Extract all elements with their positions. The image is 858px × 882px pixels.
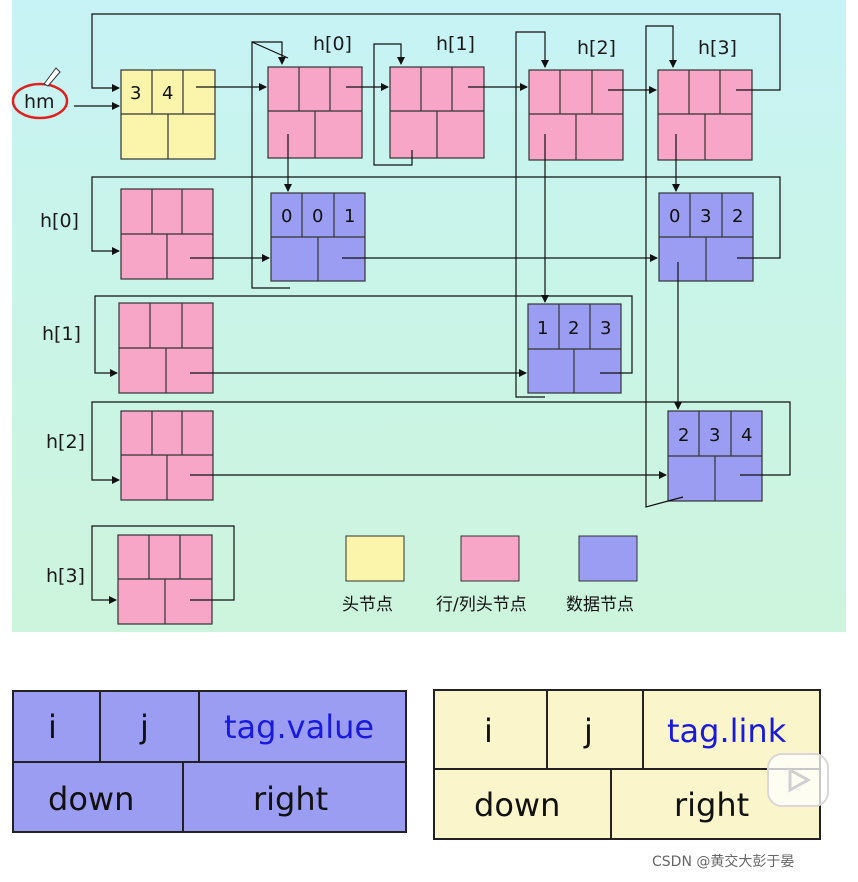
data-node-3-j: 3: [709, 425, 720, 446]
column-label-3: h[3]: [698, 37, 737, 59]
link-struct-down: down: [474, 786, 560, 824]
watermark: CSDN @黄交大彭于晏: [652, 853, 794, 870]
head-value-rows: 3: [130, 83, 141, 104]
data-node-1-j: 3: [700, 206, 711, 227]
legend-swatch-head: [345, 535, 405, 582]
data-struct-right: right: [253, 780, 328, 818]
head-node: 3 4: [120, 69, 216, 160]
data-node-1-2: 1 2 3: [527, 303, 622, 394]
row-header-1: [118, 302, 214, 394]
data-node-0-i: 0: [281, 206, 292, 227]
head-value-cols: 4: [162, 83, 173, 104]
data-struct-j: j: [139, 708, 149, 746]
data-node-structure: i j tag.value down right: [12, 690, 407, 833]
data-node-1-value: 2: [732, 206, 743, 227]
data-struct-i: i: [48, 708, 57, 746]
data-node-1-i: 0: [669, 206, 680, 227]
column-label-2: h[2]: [577, 37, 616, 59]
data-node-0-3: 0 3 2: [658, 192, 754, 282]
row-label-3: h[3]: [46, 565, 85, 587]
row-header-2: [120, 410, 214, 501]
data-node-3-i: 2: [678, 425, 689, 446]
pointer-links: [91, 13, 791, 604]
legend: 头节点 行/列头节点 数据节点: [342, 535, 638, 615]
row-header-0: [120, 188, 214, 280]
hm-label: hm: [24, 91, 55, 113]
column-header-0: [267, 66, 363, 159]
data-node-2-3: 2 3 4: [667, 410, 763, 502]
column-label-1: h[1]: [436, 33, 475, 55]
data-node-2-j: 2: [568, 318, 579, 339]
link-struct-link: tag.link: [667, 712, 787, 750]
data-struct-value: tag.value: [224, 708, 374, 746]
column-header-1: [389, 66, 485, 159]
play-video-icon[interactable]: [767, 753, 829, 807]
data-node-2-i: 1: [537, 318, 548, 339]
legend-label-header: 行/列头节点: [436, 595, 527, 615]
data-node-2-value: 3: [600, 318, 611, 339]
link-node-structure: i j tag.link down right: [433, 689, 821, 840]
column-label-0: h[0]: [313, 33, 352, 55]
column-header-2: [528, 69, 624, 161]
row-header-3: [117, 534, 213, 625]
legend-swatch-header: [460, 535, 520, 582]
data-node-0-value: 1: [344, 206, 355, 227]
column-header-3: [657, 69, 753, 161]
data-struct-down: down: [48, 780, 134, 818]
link-struct-right: right: [674, 786, 749, 824]
row-label-0: h[0]: [40, 210, 79, 232]
hm-pointer: hm: [11, 67, 120, 120]
legend-swatch-data: [578, 535, 638, 582]
data-node-0-j: 0: [312, 206, 323, 227]
legend-label-head: 头节点: [342, 595, 393, 615]
row-label-2: h[2]: [46, 431, 85, 453]
legend-label-data: 数据节点: [566, 595, 634, 615]
data-node-3-value: 4: [741, 425, 752, 446]
row-label-1: h[1]: [42, 323, 81, 345]
data-node-0-0: 0 0 1: [270, 192, 366, 282]
link-struct-j: j: [583, 712, 593, 750]
link-struct-i: i: [484, 712, 493, 750]
